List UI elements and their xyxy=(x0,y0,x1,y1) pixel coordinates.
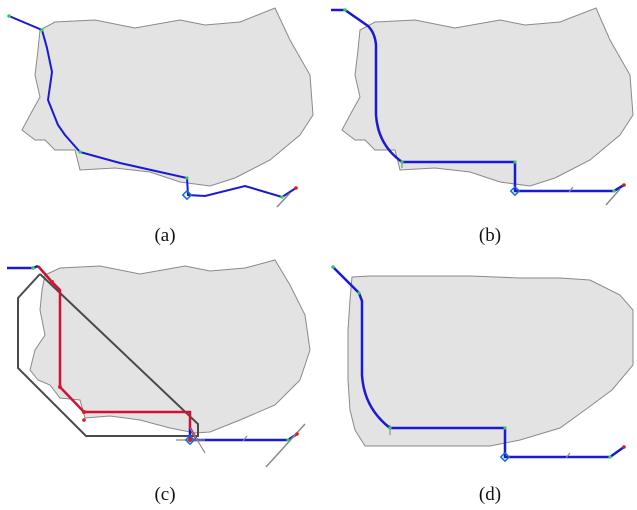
connector-stub-a xyxy=(276,192,291,208)
start-marker-a xyxy=(7,14,11,18)
end-marker-d xyxy=(622,445,626,449)
region-shape-b xyxy=(341,7,634,187)
path-a xyxy=(8,15,297,199)
connector-stub-c xyxy=(265,423,306,468)
panel-label-b: (b) xyxy=(479,225,501,246)
convex-hull-c xyxy=(17,273,199,437)
panel-label-d: (d) xyxy=(479,484,501,505)
region-shape-a xyxy=(21,7,314,187)
tick-stub-d xyxy=(565,452,571,459)
path-d xyxy=(332,266,625,459)
start-marker-b xyxy=(343,8,347,12)
red-node-c xyxy=(58,385,62,389)
waypoint-marker-b xyxy=(400,160,404,164)
node-marker-b xyxy=(509,185,521,197)
region-shape-d xyxy=(347,275,634,447)
tick-stub-b xyxy=(568,186,574,193)
tick-stub-c xyxy=(242,435,248,442)
connector-stub-b xyxy=(605,188,621,206)
red-node-c xyxy=(82,410,86,414)
panel-c: (c) xyxy=(7,259,311,505)
waypoint-marker-d xyxy=(357,291,361,295)
region-shape-c xyxy=(29,259,311,434)
red-node-c xyxy=(50,280,54,284)
waypoint-marker-d xyxy=(503,426,507,430)
waypoint-marker-b xyxy=(513,160,517,164)
start-marker-d xyxy=(331,265,335,269)
waypoint-marker-d xyxy=(388,426,392,430)
panel-a: (a) xyxy=(7,7,314,246)
waypoint-marker-a xyxy=(40,28,44,32)
waypoint-marker-a xyxy=(78,150,82,154)
crossing-stub-c xyxy=(189,427,206,454)
waypoint-marker-a xyxy=(185,176,189,180)
end-marker-a xyxy=(294,186,298,190)
waypoint-marker-a xyxy=(280,195,284,199)
waypoint-marker-c xyxy=(286,438,290,442)
node-marker-d xyxy=(499,451,511,463)
red-node-c xyxy=(82,418,86,422)
panel-b: (b) xyxy=(331,7,634,246)
node-marker-a xyxy=(181,189,193,201)
end-marker-b xyxy=(622,183,626,187)
start-marker-c xyxy=(31,266,35,270)
panel-d: (d) xyxy=(331,265,634,505)
node-marker-c xyxy=(184,434,196,446)
panel-label-a: (a) xyxy=(154,225,175,246)
red-node-c xyxy=(188,438,192,442)
waypoint-marker-b xyxy=(612,189,616,193)
panel-label-c: (c) xyxy=(154,484,175,505)
end-marker-c xyxy=(295,432,299,436)
waypoint-marker-d xyxy=(608,455,612,459)
